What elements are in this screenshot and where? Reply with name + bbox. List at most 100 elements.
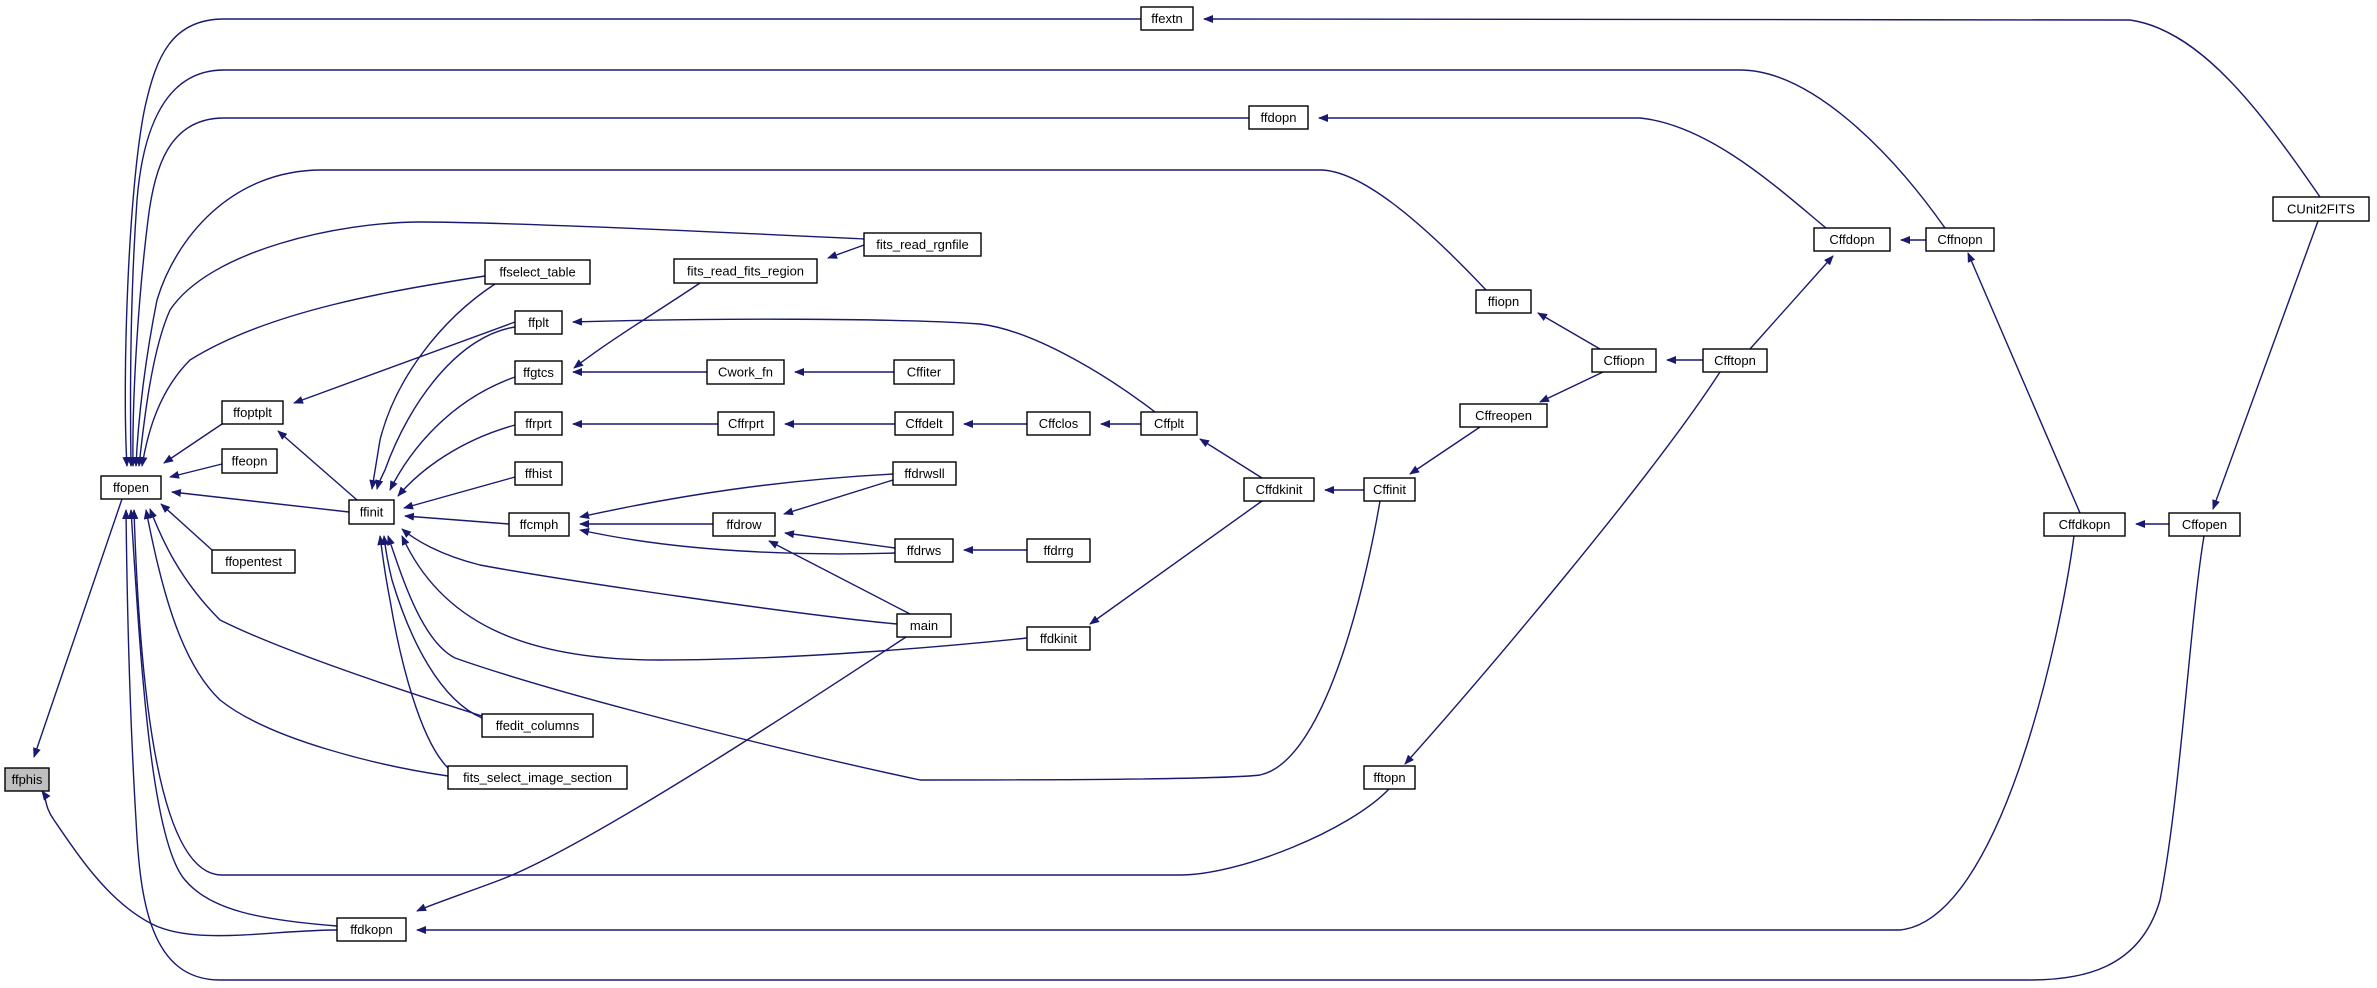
node-ffopentest[interactable]: ffopentest [211,549,296,574]
nodes-layer: ffphis ffopen ffoptplt ffeopn ffopentest ffin… [4,6,2370,942]
node-label: ffdrrg [1043,543,1073,558]
node-Cffclos[interactable]: Cffclos [1026,411,1091,436]
node-label: ffrprt [525,416,552,431]
node-label: fits_read_rgnfile [876,237,969,252]
node-Cfftopn[interactable]: Cfftopn [1702,348,1768,373]
node-ffinit[interactable]: ffinit [348,499,395,525]
node-Cffiter[interactable]: Cffiter [893,359,955,385]
node-Cffrprt[interactable]: Cffrprt [717,411,775,436]
node-Cffplt[interactable]: Cffplt [1140,411,1198,436]
node-ffplt[interactable]: ffplt [514,310,563,335]
node-label: ffopen [113,480,149,495]
node-ffgtcs[interactable]: ffgtcs [514,360,563,385]
node-Cffreopen[interactable]: Cffreopen [1459,403,1548,428]
edge-ffselect_table-to-ffinit [369,283,496,490]
node-ffdrwsll[interactable]: ffdrwsll [892,461,957,486]
node-Cffnopn[interactable]: Cffnopn [1925,227,1995,252]
edges-layer [33,15,2321,981]
node-box [1248,105,1309,130]
node-label: ffplt [528,315,549,330]
node-label: ffgtcs [523,365,554,380]
node-fits_read_rgnfile[interactable]: fits_read_rgnfile [863,232,982,257]
node-Cffdelt[interactable]: Cffdelt [894,411,954,436]
node-Cffinit[interactable]: Cffinit [1363,477,1416,502]
edge-ffdrws-to-ffdrow [784,530,896,549]
edge-fits_read_rgnfile-to-ffopen [135,221,865,467]
edge-ffinit-to-ffopen [171,489,350,513]
edge-ffdrws-to-ffcmph [579,528,896,555]
node-ffoptplt[interactable]: ffoptplt [221,400,284,425]
node-label: fftopn [1373,770,1405,785]
node-label: Cffiter [907,365,942,380]
node-label: ffiopn [1488,294,1520,309]
node-Cffdopn[interactable]: Cffdopn [1813,227,1891,252]
node-label: ffextn [1151,11,1183,26]
edge-Cffdkinit-to-Cffplt [1199,438,1263,479]
node-main[interactable]: main [896,613,952,638]
node-label: Cffdelt [905,416,943,431]
node-box [348,499,395,525]
node-ffrprt[interactable]: ffrprt [514,411,563,436]
node-label: Cwork_fn [718,365,773,380]
node-box [1026,538,1091,563]
edge-CUnit2FITS-to-Cffopen [2212,220,2319,510]
node-ffextn[interactable]: ffextn [1140,6,1194,31]
edge-main-to-ffdrow [768,540,911,615]
node-ffdkinit[interactable]: ffdkinit [1026,626,1091,651]
node-Cffiopn[interactable]: Cffiopn [1591,348,1657,373]
node-fits_select_image_section[interactable]: fits_select_image_section [447,765,628,790]
node-ffdrow[interactable]: ffdrow [712,512,776,537]
node-box [892,461,957,486]
edge-fftopn-to-ffopen [130,509,1390,876]
node-ffedit_columns[interactable]: ffedit_columns [481,713,594,738]
edge-ffedit_columns-to-ffinit [381,535,483,719]
node-label: ffdrow [726,517,762,532]
node-Cwork_fn[interactable]: Cwork_fn [706,359,785,385]
node-box [893,359,955,385]
node-ffdrrg[interactable]: ffdrrg [1026,538,1091,563]
node-Cffdkopn[interactable]: Cffdkopn [2043,512,2126,537]
node-box [211,549,296,574]
node-ffphis[interactable]: ffphis [4,767,50,792]
node-ffdkopn[interactable]: ffdkopn [336,917,407,942]
node-Cffopen[interactable]: Cffopen [2168,512,2241,537]
node-ffcmph[interactable]: ffcmph [508,512,570,537]
node-ffdopn[interactable]: ffdopn [1248,105,1309,130]
node-CUnit2FITS[interactable]: CUnit2FITS [2272,196,2370,222]
node-box [894,411,954,436]
node-ffiopn[interactable]: ffiopn [1475,289,1532,314]
node-fftopn[interactable]: fftopn [1363,765,1416,790]
edge-ffopen-to-ffphis [33,498,123,758]
edge-fits_read_rgnfile-to-fits_read_fits_region [827,244,865,259]
node-ffeopn[interactable]: ffeopn [221,448,278,474]
edge-Cffnopn-to-ffopen [126,69,1946,467]
node-box [4,767,50,792]
edge-ffdkinit-to-ffinit [401,535,1028,661]
node-box [100,475,162,500]
node-box [508,512,570,537]
node-ffopen[interactable]: ffopen [100,475,162,500]
node-box [514,411,563,436]
node-label: Cffdkopn [2059,517,2111,532]
edge-ffselect_table-to-ffopen [139,275,486,467]
node-box [1026,626,1091,651]
edge-Cffiopn-to-Cffreopen [1539,371,1604,403]
edge-main-to-ffdkopn [416,636,907,912]
node-box [221,400,284,425]
node-ffhist[interactable]: ffhist [514,461,563,486]
edge-ffdkopn-to-ffphis [41,790,338,937]
edge-fits_select_image_section-to-ffinit [377,535,449,769]
node-Cffdkinit[interactable]: Cffdkinit [1243,477,1315,502]
edge-fits_read_fits_region-to-ffgtcs [573,282,701,369]
node-fits_read_fits_region[interactable]: fits_read_fits_region [673,258,818,284]
edge-ffcmph-to-ffinit [404,512,510,525]
node-label: ffphis [12,772,43,787]
node-box [863,232,982,257]
edge-Cffreopen-to-Cffinit [1409,426,1481,475]
node-box [2168,512,2241,537]
node-ffselect_table[interactable]: ffselect_table [484,259,591,285]
edge-ffdrwsll-to-ffdrow [783,479,894,516]
edge-ffeopn-to-ffopen [169,463,223,479]
node-ffdrws[interactable]: ffdrws [894,538,954,563]
